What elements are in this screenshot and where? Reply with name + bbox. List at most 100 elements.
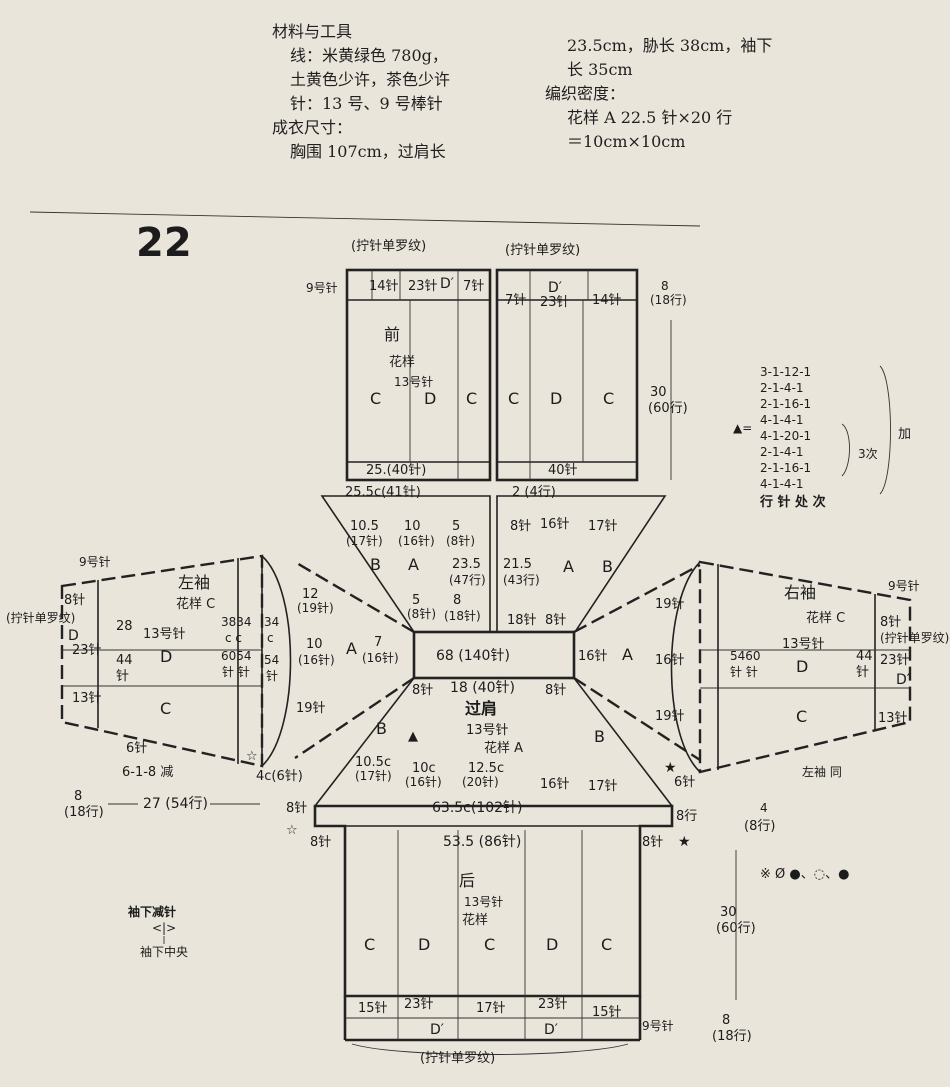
back-st-8-left: 8针 [286, 801, 307, 816]
left-sleeve-star: ☆ [246, 749, 258, 764]
front-rib-length: 8 [661, 279, 669, 293]
right-sleeve-seg-19a: 19针 [655, 597, 685, 612]
yoke-B-back-left: B [376, 719, 387, 738]
left-sleeve-st-28: 28 [116, 619, 133, 634]
shaping-line-8: 4-1-4-1 [760, 477, 804, 491]
front-body-rows: (60行) [648, 401, 688, 416]
gauge-heading: 编织密度： [545, 84, 626, 103]
back-col-1: C [364, 935, 375, 954]
shaping-footer: 行 针 处 次 [759, 494, 826, 510]
front-right-top-b: 23针 [540, 295, 570, 310]
back-col-5: C [601, 935, 612, 954]
shaping-line-5: 4-1-20-1 [760, 429, 811, 443]
yoke-mid-8st: (8针) [407, 606, 436, 621]
front-right-top-a: 7针 [505, 293, 526, 308]
yoke-seg-b-st: (16针) [398, 533, 435, 548]
size-line-1: 胸围 107cm，过肩长 [290, 142, 446, 161]
yoke-mid-5: 5 [412, 593, 420, 608]
left-sleeve-st-8: 8针 [64, 593, 85, 608]
right-sleeve-pattern: 花样 C [806, 610, 845, 626]
front-rib-label-left: (拧针单罗纹) [351, 239, 426, 254]
right-sleeve-title: 右袖 [784, 583, 816, 602]
front-left-top-c: D′ [440, 276, 454, 292]
left-sleeve-C: C [160, 699, 171, 718]
size-line-3: 长 35cm [567, 60, 633, 79]
left-sleeve-st-c: c [267, 631, 274, 645]
left-sleeve-needle: 13号针 [143, 627, 186, 642]
back-label: 后 [459, 871, 475, 890]
front-right-top-d: D′ [548, 280, 562, 296]
back-star-left: ☆ [286, 823, 298, 838]
front-right-panel [495, 268, 639, 482]
yoke-title: 过肩 [465, 699, 497, 718]
back-len-a: 4 [760, 801, 768, 815]
shaping-line-1: 3-1-12-1 [760, 365, 811, 379]
yoke-back-c-st: (20针) [462, 774, 499, 789]
left-sleeve-st-34: 34 [264, 615, 279, 629]
yoke-needle: 13号针 [466, 723, 509, 738]
front-bottom-left: 25.(40针) [366, 463, 426, 478]
yoke-right-16: 16针 [578, 649, 608, 664]
yoke-back-b: 10c [412, 761, 436, 776]
right-sleeve-side: 6针 [674, 775, 695, 790]
front-bottom-right: 40针 [548, 463, 578, 478]
back-col-3: C [484, 935, 495, 954]
front-col-3: C [466, 389, 477, 408]
symbol-legend: ※ Ø ●、◌、● [760, 867, 849, 882]
needle-line: 针：13 号、9 号棒针 [290, 94, 443, 113]
right-sleeve-rib-needle: 9号针 [888, 578, 920, 593]
yoke-mid-18: (18针) [444, 608, 481, 623]
yarn-line-2: 土黄色少许，茶色少许 [290, 70, 451, 89]
yoke-mid-8: 8 [453, 593, 461, 608]
left-sleeve-dec: 6针 [126, 741, 147, 756]
yoke-st-17: 17针 [588, 519, 618, 534]
front-rib-rows: (18行) [650, 293, 687, 307]
yoke-back-c: 12.5c [468, 761, 504, 776]
yoke-seg-b: 10 [404, 519, 421, 534]
right-sleeve-seg-16: 16针 [655, 653, 685, 668]
left-sleeve-dec-2: 6-1-8 减 [122, 765, 173, 780]
right-sleeve-st-44b: 针 [856, 665, 869, 680]
left-sleeve-D: D [160, 647, 172, 666]
back-pattern: 花样 [462, 912, 488, 928]
section-divider [29, 211, 701, 227]
back-len-c-st: (18行) [712, 1029, 752, 1044]
left-sleeve-seg-19: 19针 [296, 701, 326, 716]
yoke-front-rows: 2 (4行) [512, 485, 556, 500]
left-sleeve-outline [60, 554, 292, 768]
yoke-front-width: 25.5c(41针) [345, 485, 421, 500]
front-left-top-a: 14针 [369, 279, 399, 294]
left-sleeve-st-44: 44 [116, 653, 133, 668]
back-rib-D-left: D′ [430, 1022, 444, 1038]
yoke-A-right: A [563, 557, 574, 576]
yoke-under: 18 (40针) [450, 680, 515, 696]
left-sleeve-D-rib: D [68, 628, 79, 644]
decrease-symbol: <|> [152, 921, 176, 935]
left-sleeve-st-23: 23针 [72, 643, 102, 658]
yoke-triangle: ▲ [408, 729, 418, 744]
back-st-8-right2: 8针 [642, 835, 663, 850]
back-len-c: 8 [722, 1013, 730, 1028]
front-label: 前 [384, 325, 400, 344]
back-len-b-st: (60行) [716, 921, 756, 936]
left-sleeve-len-b: 27 (54行) [143, 796, 208, 812]
decrease-center: 袖下中央 [140, 944, 188, 959]
yoke-seg-a-st: (17针) [346, 533, 383, 548]
yoke-st-8b: 8针 [545, 613, 566, 628]
shaping-line-6: 2-1-4-1 [760, 445, 804, 459]
yoke-st-18: 18针 [507, 613, 537, 628]
front-col-6: C [603, 389, 614, 408]
yoke-back-16: 16针 [540, 777, 570, 792]
front-needle-label: 13号针 [394, 374, 433, 389]
back-needle: 13号针 [464, 894, 503, 909]
pattern-number: 22 [136, 220, 192, 266]
yoke-A-left: A [408, 555, 419, 574]
yoke-len-left: 23.5 [452, 557, 481, 572]
back-body-width: 53.5 (86针) [443, 834, 521, 850]
yoke-back-b-st: (16针) [405, 774, 442, 789]
left-sleeve-len-a: 8 [74, 789, 82, 804]
left-sleeve-st-6054: 6054 [221, 649, 252, 663]
front-left-panel [345, 268, 492, 482]
left-sleeve-rib-needle: 9号针 [79, 554, 111, 569]
back-len-b: 30 [720, 905, 737, 920]
